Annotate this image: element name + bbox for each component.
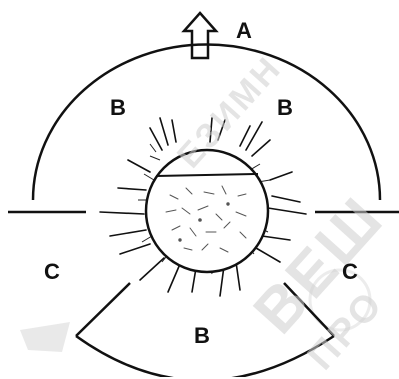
label-a: A — [236, 20, 252, 42]
up-arrow-icon — [184, 13, 216, 58]
label-b-upper-left: B — [110, 97, 126, 119]
label-b-bottom: B — [194, 325, 210, 347]
lower-left-radial-line — [76, 283, 130, 336]
label-b-upper-right: B — [277, 97, 293, 119]
cell-body — [146, 150, 268, 272]
label-c-left: C — [44, 261, 60, 283]
label-c-right: C — [342, 261, 358, 283]
